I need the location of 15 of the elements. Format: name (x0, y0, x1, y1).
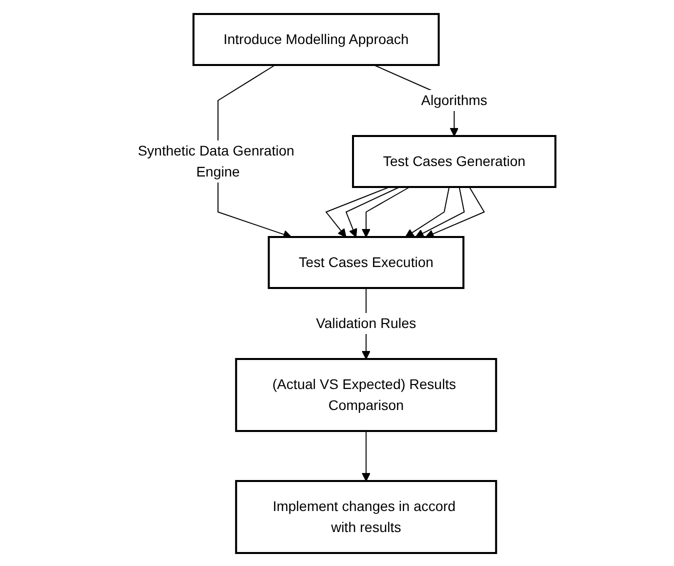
arrow (326, 186, 390, 237)
node-box: Test Cases Generation (352, 134, 557, 188)
edge-label: Algorithms (421, 92, 488, 108)
arrow (405, 186, 450, 237)
arrow (416, 186, 466, 237)
arrow (362, 430, 371, 481)
node-box: Introduce Modelling Approach (192, 12, 440, 66)
arrow (346, 186, 400, 237)
arrow (426, 186, 486, 238)
edge-label: Validation Rules (316, 314, 416, 330)
node-box: Implement changes in accord with results (235, 480, 498, 554)
arrow (362, 186, 411, 237)
node-box: (Actual VS Expected) Results Comparison (235, 358, 498, 432)
node-box: Test Cases Execution (268, 236, 465, 288)
edge-label: Synthetic Data Genration Engine (138, 142, 295, 179)
